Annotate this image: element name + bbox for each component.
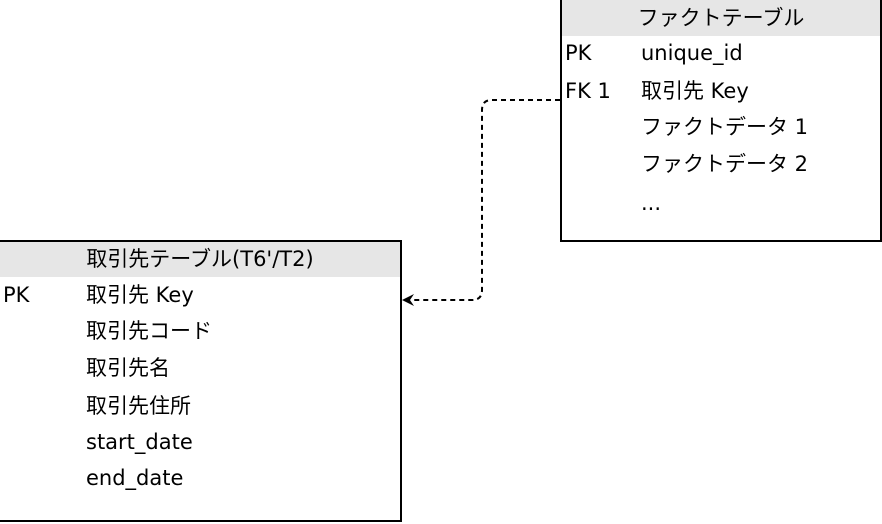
customer-row-4-field: 取引先住所 — [86, 394, 191, 418]
customer-row-1-key: PK — [3, 283, 30, 307]
fact-row-1-field: unique_id — [641, 41, 743, 65]
customer-row-5-field: start_date — [86, 430, 193, 454]
fact-row-4-field: ファクトデータ 2 — [641, 152, 809, 176]
fact-row-1-key: PK — [565, 41, 592, 65]
fk-relationship-edge — [412, 99, 560, 301]
fact-row-3-field: ファクトデータ 1 — [641, 115, 809, 139]
fact-table-title: ファクトテーブル — [562, 0, 880, 36]
customer-row-1-field: 取引先 Key — [86, 283, 194, 307]
fact-row-2-field: 取引先 Key — [641, 79, 749, 103]
fact-table[interactable]: ファクトテーブル PK unique_id FK 1 取引先 Key ファクトデ… — [560, 0, 882, 242]
customer-row-6-field: end_date — [86, 466, 184, 490]
fact-row-5-field: ... — [641, 191, 662, 215]
customer-table[interactable]: 取引先テーブル(T6'/T2) PK 取引先 Key 取引先コード 取引先名 取… — [0, 240, 402, 522]
customer-row-3-field: 取引先名 — [86, 356, 170, 380]
customer-row-2-field: 取引先コード — [86, 319, 212, 343]
arrowhead-icon — [402, 294, 414, 306]
customer-table-title: 取引先テーブル(T6'/T2) — [0, 242, 400, 277]
fact-row-2-key: FK 1 — [565, 79, 611, 103]
